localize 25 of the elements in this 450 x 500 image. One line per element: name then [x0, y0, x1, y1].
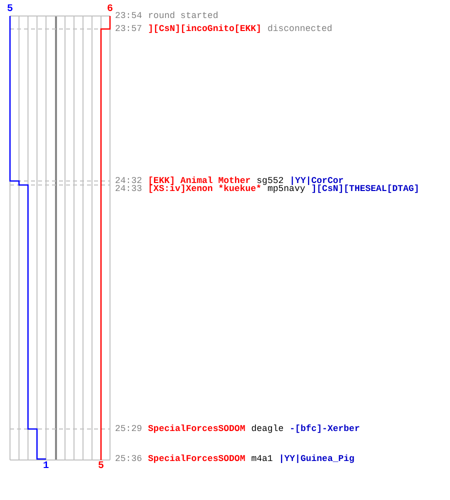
- weapon-name: sg552: [256, 176, 284, 186]
- timestamp: 23:57: [115, 24, 142, 34]
- player-name: [EKK] Animal Mother: [148, 176, 251, 186]
- team-count: 1: [43, 462, 50, 472]
- team-count: 6: [107, 5, 114, 15]
- event-text: disconnected: [267, 24, 332, 34]
- team-count: 5: [7, 5, 14, 15]
- player-name: SpecialForcesSODOM: [148, 454, 246, 464]
- event-text: round started: [148, 11, 218, 21]
- player-name: |YY|Guinea_Pig: [278, 454, 354, 464]
- player-name: SpecialForcesSODOM: [148, 424, 246, 434]
- timestamp: 25:36: [115, 454, 142, 464]
- timestamp: 24:32: [115, 176, 142, 186]
- timestamp: 24:33: [115, 184, 142, 194]
- timestamp: 23:54: [115, 11, 142, 21]
- team-count: 5: [98, 462, 104, 472]
- player-name: ][CsN][incoGnito[EKK]: [148, 24, 262, 34]
- player-name: [XS:iv]Xenon *kuekue*: [148, 184, 262, 194]
- weapon-name: deagle: [251, 424, 284, 434]
- player-name: ][CsN][THESEAL[DTAG]: [311, 184, 420, 194]
- player-name: -[bfc]-Xerber: [290, 424, 360, 434]
- player-name: |YY|CorCor: [290, 176, 344, 186]
- weapon-name: m4a1: [251, 454, 273, 464]
- timestamp: 25:29: [115, 424, 142, 434]
- weapon-name: mp5navy: [267, 184, 306, 194]
